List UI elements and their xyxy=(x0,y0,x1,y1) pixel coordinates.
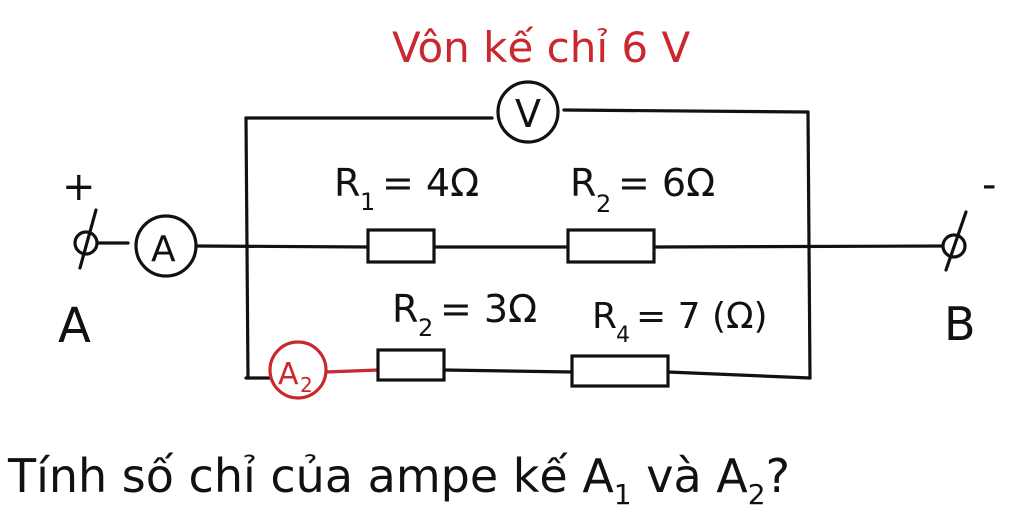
label-r4-name: R xyxy=(592,296,617,337)
ammeter-main: A xyxy=(134,214,198,278)
top-wire-right xyxy=(562,108,810,114)
wire-r3-r4 xyxy=(442,368,574,374)
terminal-b-sign: - xyxy=(982,162,996,208)
label-r4-value: = 7 (Ω) xyxy=(636,296,768,337)
ammeter-main-symbol: A xyxy=(151,229,176,270)
label-r2-sub: 2 xyxy=(596,190,611,218)
wire-to-r1 xyxy=(194,244,370,249)
label-r3-value: = 3Ω xyxy=(440,287,537,331)
main-branch xyxy=(84,228,954,264)
question: Tính số chỉ của ampe kế A1 và A2? xyxy=(7,449,790,511)
ammeter-a2-subscript: 2 xyxy=(300,373,313,397)
question-main: Tính số chỉ của ampe kế A xyxy=(7,449,614,503)
label-r3-sub: 2 xyxy=(418,314,433,342)
label-r1-value: = 4Ω xyxy=(382,161,479,205)
terminal-b-label: B xyxy=(944,297,976,351)
terminal-a-label: A xyxy=(58,298,91,354)
bottom-branch xyxy=(324,348,812,388)
wire-r4-right xyxy=(666,370,812,380)
label-r3-name: R xyxy=(392,287,418,331)
wire-r2-b xyxy=(652,244,954,249)
label-r2-value: = 6Ω xyxy=(618,161,715,205)
wire-a2-r3 xyxy=(324,368,380,374)
ammeter-a2: A 2 xyxy=(268,340,328,400)
label-r3: R 2 = 3Ω xyxy=(392,287,537,342)
terminal-a-slash xyxy=(78,208,98,270)
resistor-r2 xyxy=(566,228,656,264)
resistor-r3 xyxy=(376,348,446,382)
ammeter-main-circle xyxy=(134,214,198,278)
question-end: ? xyxy=(766,449,790,503)
question-sub1: 1 xyxy=(614,478,632,511)
terminal-b-slash xyxy=(944,210,968,272)
ammeter-a2-circle xyxy=(268,340,328,400)
label-r2: R 2 = 6Ω xyxy=(570,161,715,218)
label-r1-name: R xyxy=(334,161,360,205)
voltmeter-circle xyxy=(496,80,560,144)
question-mid: và A xyxy=(632,449,749,503)
voltmeter-note: Vôn kế chỉ 6 V xyxy=(392,23,690,72)
terminal-a-sign: + xyxy=(62,164,96,210)
label-r4-sub: 4 xyxy=(616,323,630,348)
question-sub2: 2 xyxy=(748,478,766,511)
ammeter-a2-symbol: A xyxy=(278,357,299,392)
resistor-r4 xyxy=(570,354,670,388)
parallel-frame xyxy=(244,108,812,380)
label-r1-sub: 1 xyxy=(360,188,375,216)
voltmeter: V xyxy=(496,80,560,144)
terminal-a: + A xyxy=(58,164,99,354)
resistor-r1 xyxy=(366,228,436,264)
voltmeter-symbol: V xyxy=(515,92,541,136)
label-r4: R 4 = 7 (Ω) xyxy=(592,296,768,348)
left-rail xyxy=(244,116,250,380)
label-r1: R 1 = 4Ω xyxy=(334,161,479,216)
question-text: Tính số chỉ của ampe kế A1 và A2? xyxy=(7,449,790,511)
label-r2-name: R xyxy=(570,161,596,205)
terminal-b: - B xyxy=(941,162,996,351)
